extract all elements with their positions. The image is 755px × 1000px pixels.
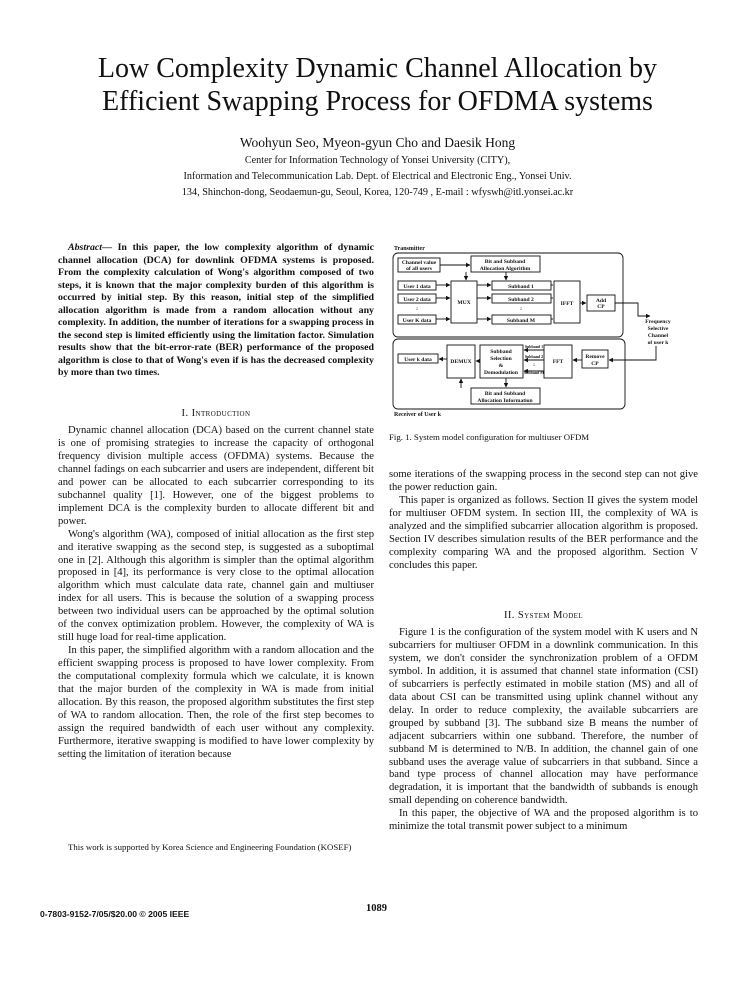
alloc-info-line2: Allocation Information — [477, 398, 533, 404]
copyright-line: 0-7803-9152-7/05/$20.00 © 2005 IEEE — [40, 909, 190, 919]
demux-label: DEMUX — [450, 359, 471, 365]
rx-subband-dots: : — [533, 362, 535, 368]
intro-paragraph-2: Wong's algorithm (WA), composed of initi… — [58, 528, 374, 644]
title-line-2: Efficient Swapping Process for OFDMA sys… — [102, 86, 653, 117]
add-cp-line2: CP — [597, 304, 605, 310]
user-dots: : — [416, 306, 418, 312]
right-paragraph-2: This paper is organized as follows. Sect… — [389, 494, 698, 571]
user2-box — [397, 293, 437, 304]
fft-label: FFT — [553, 359, 564, 365]
subband-dots: : — [520, 306, 522, 312]
selection-line3: & — [499, 363, 504, 369]
subband2-label: Subband 2 — [508, 297, 534, 303]
title-line-1: Low Complexity Dynamic Channel Allocatio… — [97, 53, 658, 84]
selection-line4: Demodulation — [484, 370, 519, 376]
rx-subband1-label: Subband 1 — [525, 344, 543, 349]
add-cp-line1: Add — [596, 298, 607, 304]
user1-label: User 1 data — [403, 284, 430, 290]
userk-data-label: User k data — [404, 357, 432, 363]
affiliation-3: 134, Shinchon-dong, Seodaemun-gu, Seoul,… — [181, 187, 574, 198]
right-column-top: some iterations of the swapping process … — [389, 469, 698, 573]
subband1-label: Subband 1 — [508, 284, 534, 290]
user1-box — [397, 280, 437, 291]
alloc-algo-line2: Allocation Algorithm — [480, 266, 531, 272]
subband2-box — [491, 293, 552, 304]
intro-paragraph-3: In this paper, the simplified algorithm … — [58, 645, 374, 760]
page-number: 1089 — [366, 903, 387, 914]
intro-paragraph-1: Dynamic channel allocation (DCA) based o… — [58, 425, 374, 527]
abstract-text: — In this paper, the low complexity algo… — [58, 242, 374, 378]
alloc-info-box — [470, 387, 541, 405]
affiliation-1: Center for Information Technology of Yon… — [244, 155, 511, 166]
receiver-label: Receiver of User k — [394, 412, 442, 418]
freq-line4: of user k — [648, 340, 670, 346]
system-model-figure: Transmitter Receiver of User k Channel v… — [388, 243, 698, 418]
remove-cp-box — [581, 349, 609, 369]
demux-box — [446, 344, 476, 379]
intro-column: Dynamic channel allocation (DCA) based o… — [58, 425, 374, 762]
subband1-box — [491, 280, 552, 291]
mux-label: MUX — [457, 300, 470, 306]
channel-value-line1: Channel value — [402, 260, 437, 266]
system-paragraph-2: In this paper, the objective of WA and t… — [389, 808, 698, 833]
section-heading-introduction: I. Introduction — [181, 408, 251, 419]
userK-box — [397, 314, 437, 325]
user2-label: User 2 data — [403, 297, 430, 303]
rx-subbandM-label: Subband M — [524, 370, 544, 375]
userK-label: User K data — [403, 318, 432, 324]
system-model-diagram: Transmitter Receiver of User k Channel v… — [392, 246, 671, 418]
receiver-frame — [392, 338, 626, 410]
freq-line1: Frequency — [645, 319, 671, 325]
freq-line2: Selective — [648, 326, 669, 332]
transmitter-label: Transmitter — [394, 246, 425, 252]
subbandM-box — [491, 314, 552, 325]
ifft-box — [553, 280, 581, 324]
transmitter-frame — [392, 252, 624, 338]
remove-cp-line2: CP — [591, 361, 599, 367]
selection-line2: Selection — [490, 356, 512, 362]
authors: Woohyun Seo, Myeon-gyun Cho and Daesik H… — [239, 135, 516, 150]
channel-value-line2: of all users — [406, 266, 433, 272]
footnote: This work is supported by Korea Science … — [68, 842, 352, 852]
alloc-algorithm-box — [470, 255, 541, 273]
remove-cp-line1: Remove — [585, 354, 605, 360]
alloc-info-line1: Bit and Subband — [485, 391, 526, 397]
selection-line1: Subband — [490, 349, 512, 355]
right-paragraph-1: some iterations of the swapping process … — [389, 469, 698, 493]
section-heading-system-model: II. System Model — [503, 610, 584, 621]
ifft-label: IFFT — [561, 301, 574, 307]
abstract-label: Abstract — [68, 242, 103, 253]
system-paragraph-1: Figure 1 is the configuration of the sys… — [389, 627, 698, 807]
affiliation-2: Information and Telecommunication Lab. D… — [183, 171, 572, 182]
figure-caption: Fig. 1. System model configuration for m… — [389, 432, 590, 442]
mux-box — [450, 280, 478, 324]
subbandM-label: Subband M — [507, 318, 536, 324]
system-model-column: Figure 1 is the configuration of the sys… — [389, 627, 698, 834]
freq-line3: Channel — [648, 333, 669, 339]
fft-box — [543, 344, 573, 379]
alloc-algo-line1: Bit and Subband — [485, 259, 526, 265]
paper-title: Low Complexity Dynamic Channel Allocatio… — [30, 52, 725, 118]
rx-subband2-label: Subband 2 — [525, 354, 543, 359]
abstract: Abstract— In this paper, the low complex… — [58, 242, 374, 380]
userk-data-box — [397, 353, 439, 364]
